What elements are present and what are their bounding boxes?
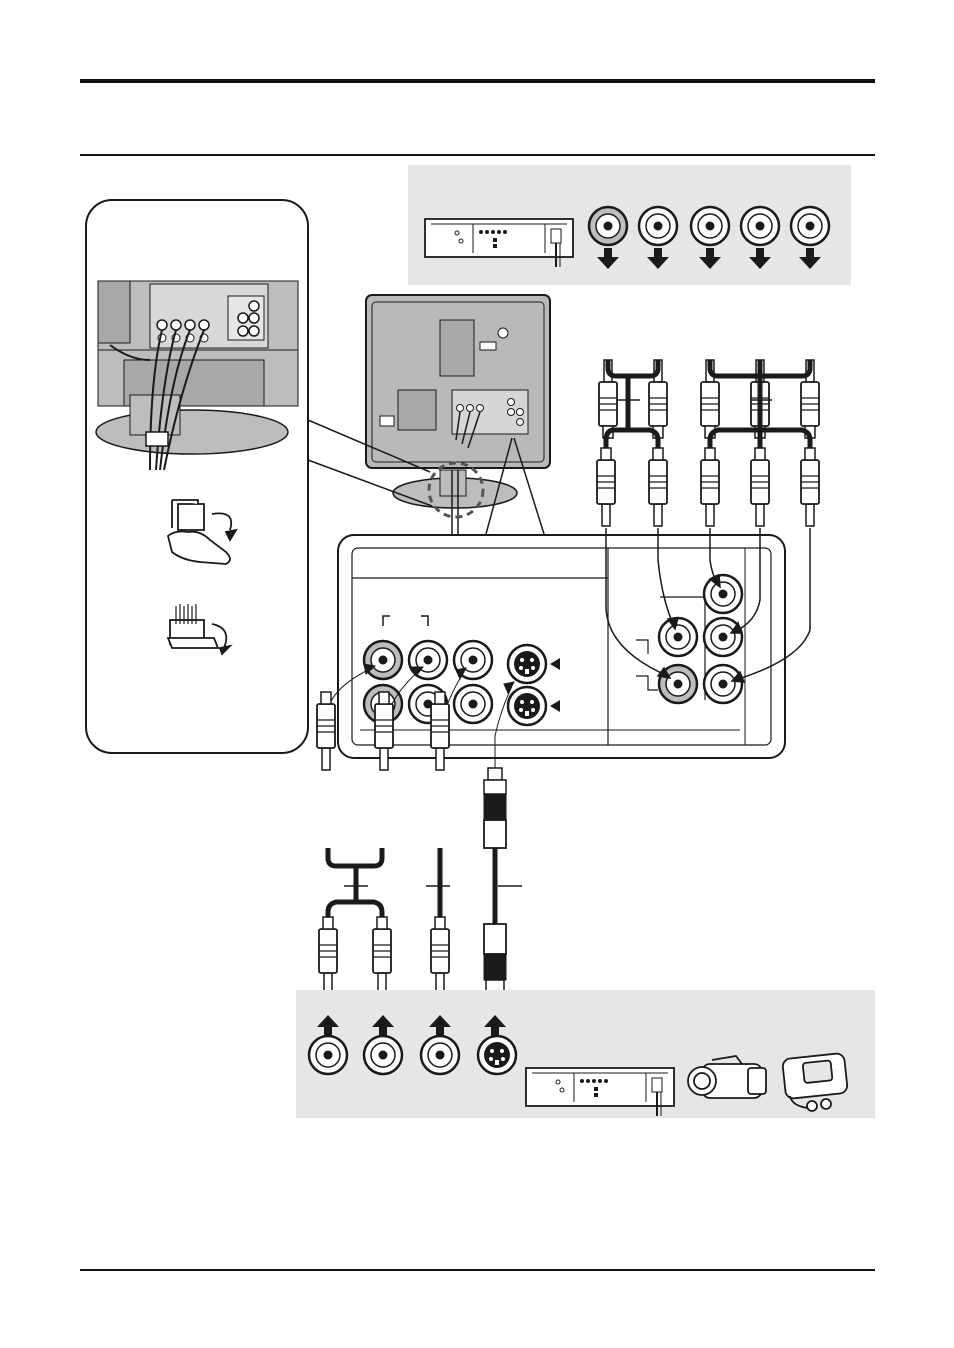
component-jack[interactable] <box>659 618 697 656</box>
source-jack[interactable] <box>421 1036 459 1074</box>
upper-cable-set <box>597 360 819 526</box>
s-video-input-jack[interactable] <box>508 687 546 725</box>
cable-tie-inset <box>86 200 308 753</box>
s-video-plug <box>484 924 506 992</box>
recorder-jack[interactable] <box>691 207 729 245</box>
component-jack[interactable] <box>704 665 742 703</box>
recorder-jack[interactable] <box>791 207 829 245</box>
component-jack[interactable] <box>704 575 742 613</box>
source-s-video-jack[interactable] <box>478 1036 516 1074</box>
recorder-output-panel <box>408 165 851 285</box>
av-input-jack[interactable] <box>454 685 492 723</box>
component-jack[interactable] <box>704 618 742 656</box>
playback-source-panel <box>296 990 875 1118</box>
tv-stand-icon <box>96 281 298 470</box>
source-jack[interactable] <box>364 1036 402 1074</box>
av-input-jack[interactable] <box>364 641 402 679</box>
source-jack[interactable] <box>309 1036 347 1074</box>
s-video-plug <box>484 768 506 848</box>
recorder-jack[interactable] <box>741 207 779 245</box>
tv-rear-panel <box>338 535 785 758</box>
s-video-input-jack[interactable] <box>508 645 546 683</box>
recorder-jack[interactable] <box>589 207 627 245</box>
tv-rear-view <box>366 295 550 540</box>
recorder-jack[interactable] <box>639 207 677 245</box>
